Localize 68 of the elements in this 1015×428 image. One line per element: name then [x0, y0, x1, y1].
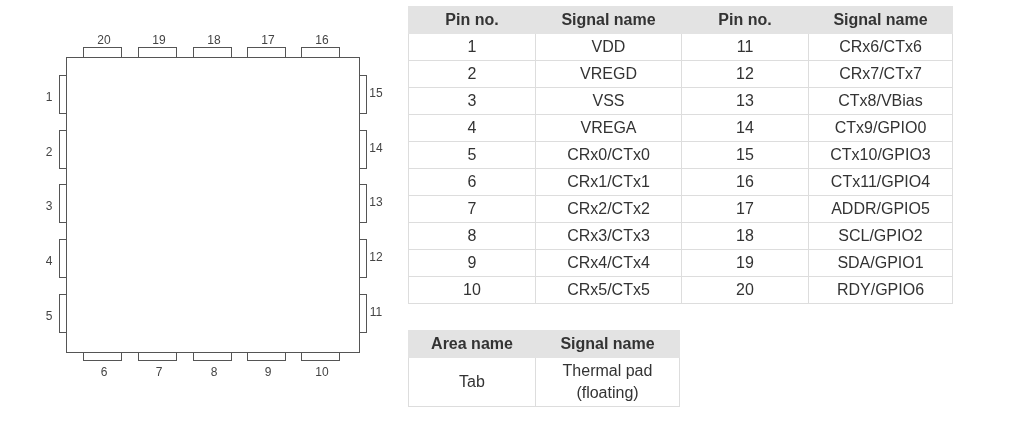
- pin-number: 8: [210, 365, 218, 379]
- pin-number: 18: [207, 33, 221, 47]
- table-cell: 2: [408, 60, 536, 88]
- table-cell: CRx6/CTx6: [808, 33, 953, 61]
- pin-number: 12: [369, 250, 383, 264]
- table-cell: Tab: [408, 357, 536, 407]
- table-cell: 15: [681, 141, 809, 169]
- column-header: Signal name: [808, 6, 953, 34]
- table-cell: 12: [681, 60, 809, 88]
- table-cell: VREGD: [535, 60, 682, 88]
- table-cell: CRx7/CTx7: [808, 60, 953, 88]
- column-header: Pin no.: [408, 6, 536, 34]
- table-cell: SDA/GPIO1: [808, 249, 953, 277]
- table-cell: 19: [681, 249, 809, 277]
- table-cell: 8: [408, 222, 536, 250]
- table-cell: CTx9/GPIO0: [808, 114, 953, 142]
- column-header: Area name: [408, 330, 536, 358]
- table-cell: Thermal pad (floating): [535, 357, 680, 407]
- pin-number: 1: [45, 90, 53, 104]
- pin-number: 5: [45, 309, 53, 323]
- table-cell: 18: [681, 222, 809, 250]
- table-cell: 11: [681, 33, 809, 61]
- pin-number: 20: [97, 33, 111, 47]
- pin-number: 14: [369, 141, 383, 155]
- pin-number: 17: [261, 33, 275, 47]
- table-cell: VSS: [535, 87, 682, 115]
- table-cell: RDY/GPIO6: [808, 276, 953, 304]
- table-cell: 5: [408, 141, 536, 169]
- table-cell: 9: [408, 249, 536, 277]
- table-cell: 6: [408, 168, 536, 196]
- table-cell: 20: [681, 276, 809, 304]
- table-cell: 3: [408, 87, 536, 115]
- column-header: Signal name: [535, 330, 680, 358]
- table-cell: CTx11/GPIO4: [808, 168, 953, 196]
- table-cell: 1: [408, 33, 536, 61]
- table-cell: 10: [408, 276, 536, 304]
- pin-number: 19: [152, 33, 166, 47]
- table-cell: 17: [681, 195, 809, 223]
- table-cell: 16: [681, 168, 809, 196]
- table-cell: CTx10/GPIO3: [808, 141, 953, 169]
- column-header: Pin no.: [681, 6, 809, 34]
- pin-number: 16: [315, 33, 329, 47]
- pin-number: 11: [369, 305, 383, 319]
- pin-number: 3: [45, 199, 53, 213]
- table-cell: VDD: [535, 33, 682, 61]
- table-cell: VREGA: [535, 114, 682, 142]
- pin-number: 10: [315, 365, 329, 379]
- table-cell: CRx4/CTx4: [535, 249, 682, 277]
- pin-number: 4: [45, 254, 53, 268]
- table-cell: CRx3/CTx3: [535, 222, 682, 250]
- table-cell: 13: [681, 87, 809, 115]
- table-cell: CTx8/VBias: [808, 87, 953, 115]
- pin-number: 7: [155, 365, 163, 379]
- column-header: Signal name: [535, 6, 682, 34]
- table-cell: 14: [681, 114, 809, 142]
- table-cell: CRx5/CTx5: [535, 276, 682, 304]
- pin-number: 6: [100, 365, 108, 379]
- pin-number: 2: [45, 145, 53, 159]
- pin-number: 13: [369, 195, 383, 209]
- table-cell: ADDR/GPIO5: [808, 195, 953, 223]
- table-cell: CRx0/CTx0: [535, 141, 682, 169]
- table-cell: CRx1/CTx1: [535, 168, 682, 196]
- table-cell: 4: [408, 114, 536, 142]
- table-cell: CRx2/CTx2: [535, 195, 682, 223]
- pin-number: 9: [264, 365, 272, 379]
- table-cell: SCL/GPIO2: [808, 222, 953, 250]
- table-cell: 7: [408, 195, 536, 223]
- pin-number: 15: [369, 86, 383, 100]
